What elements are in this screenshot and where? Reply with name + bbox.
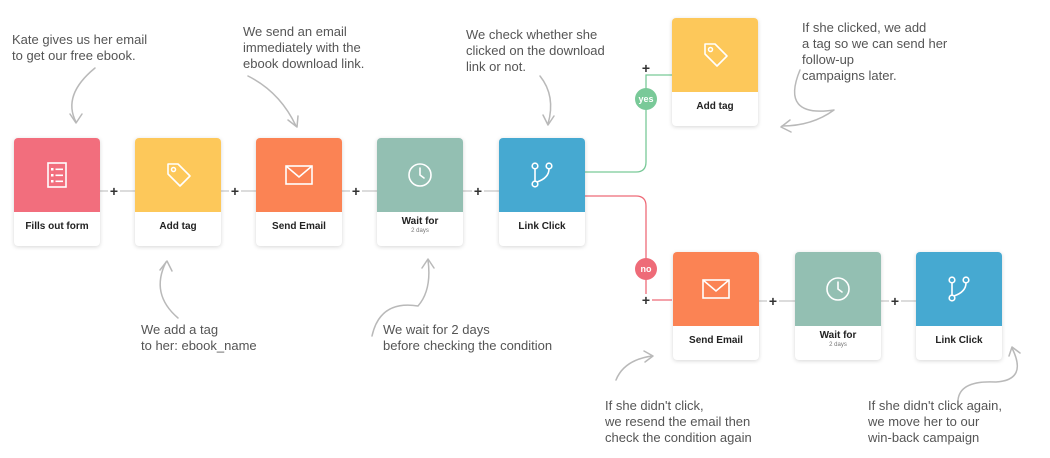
add-step-button[interactable]: + xyxy=(108,183,120,199)
node-label: Send Email xyxy=(272,221,326,232)
node-label: Add tag xyxy=(696,101,734,112)
note-arrow-not-again xyxy=(957,347,1018,401)
note-arrow-kate xyxy=(71,67,96,123)
note-arrow-not-clicked-head xyxy=(643,350,654,363)
branch-icon xyxy=(531,162,553,188)
node-label: Fills out form xyxy=(25,221,89,232)
node-send-email-header xyxy=(256,138,342,212)
note-check-click: We check whether she clicked on the down… xyxy=(466,27,605,74)
note-arrow-clicked xyxy=(781,69,835,127)
node-fills-out-form-header xyxy=(14,138,100,212)
node-add-tag-yes-header xyxy=(672,18,758,92)
node-add-tag[interactable]: Add tag xyxy=(135,138,221,246)
node-fills-out-form[interactable]: Fills out form xyxy=(14,138,100,246)
note-arrow-clicked-head xyxy=(780,119,792,133)
node-link-click-header xyxy=(499,138,585,212)
yes-branch-badge: yes xyxy=(635,88,657,110)
note-arrow-tag-head xyxy=(159,260,173,272)
node-label: Wait for xyxy=(401,216,439,227)
note-kate-email: Kate gives us her email to get our free … xyxy=(12,32,148,63)
envelope-icon xyxy=(285,165,313,185)
add-step-button[interactable]: + xyxy=(229,183,241,199)
note-arrow-check xyxy=(539,75,552,125)
note-send-email: We send an email immediately with the eb… xyxy=(243,24,365,71)
add-step-button[interactable]: + xyxy=(640,60,652,76)
note-arrow-not-again-head xyxy=(1008,346,1021,357)
node-label: Add tag xyxy=(159,221,197,232)
node-add-tag-yes[interactable]: Add tag xyxy=(672,18,758,126)
clock-icon xyxy=(826,277,850,301)
clock-icon xyxy=(408,163,432,187)
form-icon xyxy=(47,162,67,188)
node-send-email-retry[interactable]: Send Email xyxy=(673,252,759,360)
note-not-clicked: If she didn't click, we resend the email… xyxy=(605,398,752,445)
note-arrow-wait xyxy=(371,259,430,337)
add-step-button[interactable]: + xyxy=(472,183,484,199)
node-sublabel: 2 days xyxy=(411,228,429,234)
note-arrow-not-clicked xyxy=(615,355,653,381)
tag-icon xyxy=(167,163,191,187)
add-step-button[interactable]: + xyxy=(889,293,901,309)
node-sublabel: 2 days xyxy=(829,342,847,348)
node-wait-for-retry-header xyxy=(795,252,881,326)
node-label: Send Email xyxy=(689,335,743,346)
note-not-clicked-again: If she didn't click again, we move her t… xyxy=(868,398,1002,445)
node-link-click-retry[interactable]: Link Click xyxy=(916,252,1002,360)
node-send-email[interactable]: Send Email xyxy=(256,138,342,246)
add-step-button[interactable]: + xyxy=(767,293,779,309)
add-step-button[interactable]: + xyxy=(640,292,652,308)
node-add-tag-header xyxy=(135,138,221,212)
node-wait-for-header xyxy=(377,138,463,212)
node-label: Wait for xyxy=(819,330,857,341)
yes-branch-line xyxy=(585,74,672,173)
node-send-email-retry-header xyxy=(673,252,759,326)
node-wait-for[interactable]: Wait for 2 days xyxy=(377,138,463,246)
note-add-tag: We add a tag to her: ebook_name xyxy=(141,322,257,353)
note-arrow-wait-head xyxy=(421,258,435,269)
note-arrow-check-head xyxy=(542,114,555,126)
note-wait: We wait for 2 days before checking the c… xyxy=(383,322,553,353)
branch-icon xyxy=(948,276,970,302)
node-link-click-retry-header xyxy=(916,252,1002,326)
note-clicked-tag: If she clicked, we add a tag so we can s… xyxy=(802,20,948,83)
add-step-button[interactable]: + xyxy=(350,183,362,199)
node-wait-for-retry[interactable]: Wait for 2 days xyxy=(795,252,881,360)
node-label: Link Click xyxy=(518,221,566,232)
note-arrow-send xyxy=(247,75,297,127)
node-link-click[interactable]: Link Click xyxy=(499,138,585,246)
no-branch-line xyxy=(585,195,672,301)
node-label: Link Click xyxy=(935,335,983,346)
tag-icon xyxy=(704,43,728,67)
note-arrow-tag xyxy=(159,261,179,319)
no-branch-badge: no xyxy=(635,258,657,280)
note-arrow-kate-head xyxy=(69,113,83,124)
envelope-icon xyxy=(702,279,730,299)
note-arrow-send-head xyxy=(287,115,299,128)
